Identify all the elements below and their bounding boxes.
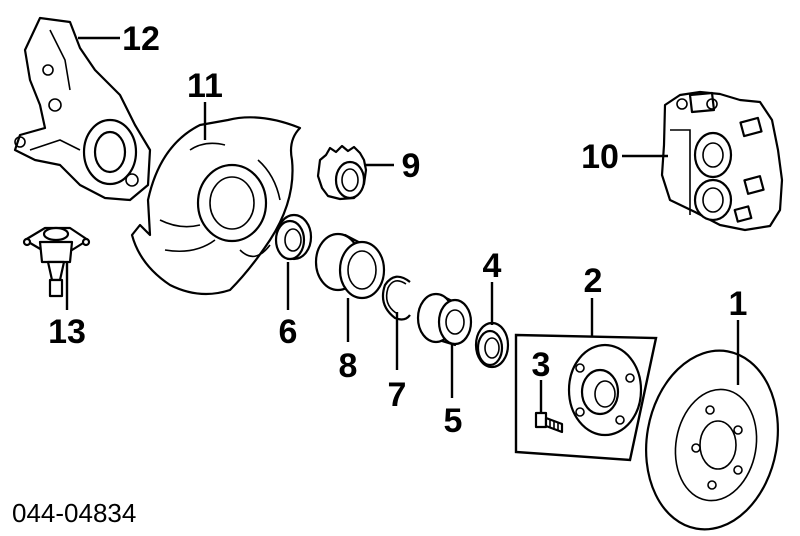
drawing-code: 044-04834 [12, 498, 136, 528]
callout-12: 12 [122, 20, 160, 58]
part-12-steering-knuckle [13, 16, 152, 202]
part-11-dust-shield [130, 116, 302, 296]
callout-13: 13 [48, 313, 86, 351]
part-8-bearing-race [314, 232, 386, 300]
part-2-axle-hub [567, 343, 643, 437]
callout-9: 9 [402, 147, 421, 185]
part-9-tone-ring [316, 144, 368, 201]
callout-11: 11 [187, 67, 223, 105]
callout-3: 3 [532, 346, 551, 384]
callout-8: 8 [339, 347, 358, 385]
callout-7: 7 [388, 376, 407, 414]
leader-lines [65, 36, 740, 413]
callout-6: 6 [279, 313, 298, 351]
part-10-brake-caliper [660, 90, 784, 232]
callout-1: 1 [729, 285, 748, 323]
callout-labels: 1 2 3 4 5 6 7 8 9 10 11 12 13 [48, 20, 747, 440]
part-5-hub-bearing [416, 292, 473, 347]
part-7-snap-ring [381, 275, 411, 321]
callout-5: 5 [444, 402, 463, 440]
part-13-ball-joint [22, 226, 91, 298]
part-6-oil-seal [274, 213, 313, 261]
part-1-brake-disc [645, 349, 779, 531]
callout-2: 2 [584, 262, 603, 300]
callout-10: 10 [581, 138, 619, 176]
part-2-hub-group-frame [514, 333, 658, 462]
callout-4: 4 [483, 247, 502, 285]
part-3-hub-bolt [534, 411, 564, 434]
part-4-outer-seal [474, 321, 510, 369]
